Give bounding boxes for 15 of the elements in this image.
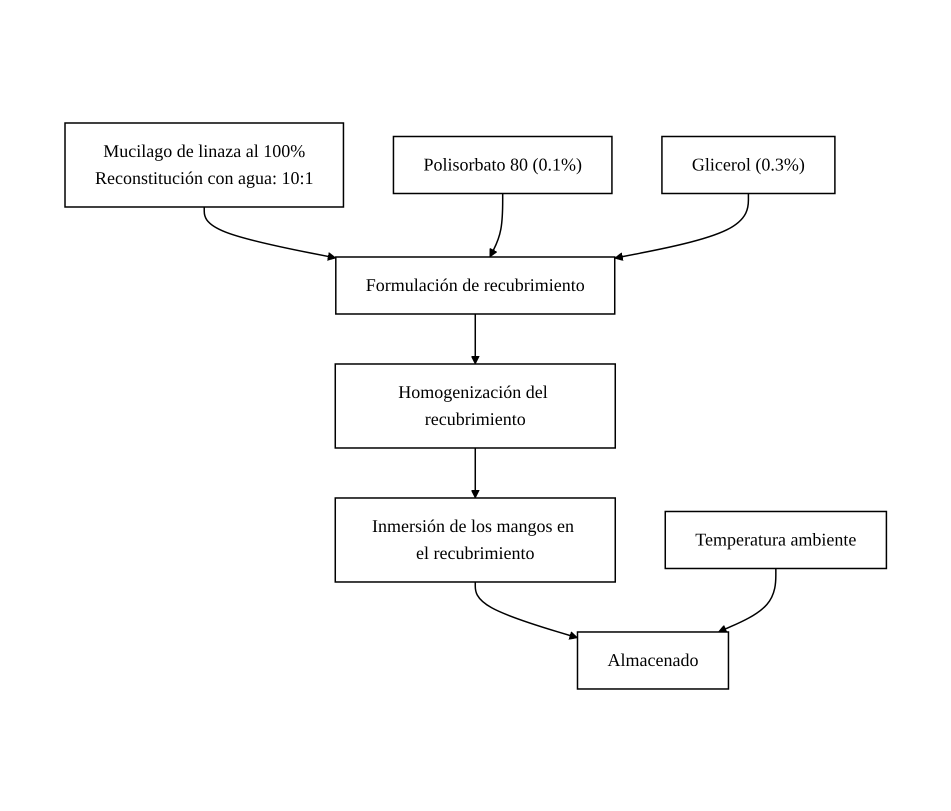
arrow xyxy=(718,568,776,632)
node-box: Almacenado xyxy=(576,630,729,690)
node-box: Glicerol (0.3%) xyxy=(660,135,836,194)
arrow xyxy=(489,193,504,257)
arrow xyxy=(614,193,749,260)
node-box: Homogenización del recubrimiento xyxy=(334,362,616,448)
arrow xyxy=(470,448,480,498)
node-box: Polisorbato 80 (0.1%) xyxy=(392,135,612,194)
node-box: Formulación de recubrimiento xyxy=(334,256,616,314)
node-box: Temperatura ambiente xyxy=(664,510,887,569)
arrow xyxy=(470,314,480,364)
arrow xyxy=(474,581,578,640)
node-box: Mucilago de linaza al 100% Reconstitución con agua: 10:1 xyxy=(64,122,344,208)
node-box: Inmersión de los mangos en el recubrimiento xyxy=(334,496,616,582)
arrow xyxy=(203,206,336,260)
